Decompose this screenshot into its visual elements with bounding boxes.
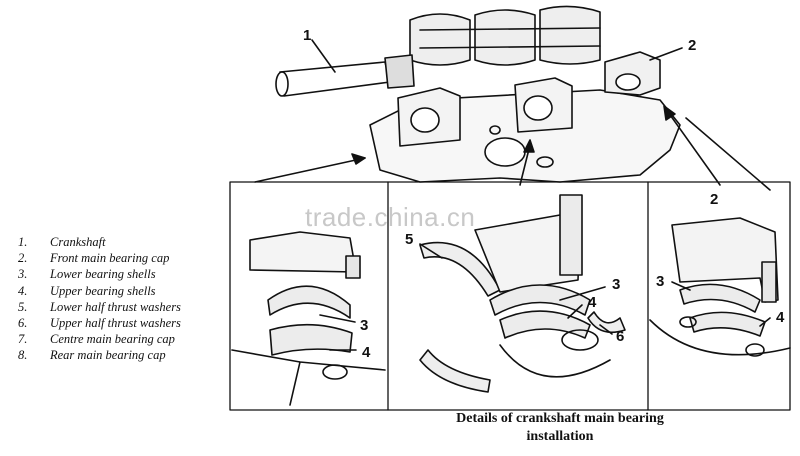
caption-line-2: installation [526,429,594,444]
legend-item: 7. Centre main bearing cap [18,331,228,347]
legend-number: 6. [18,316,28,331]
callout-right-cap: 2 [710,191,718,208]
callout-mid-lower-shells: 3 [612,276,620,293]
legend-number: 2. [18,251,28,266]
legend-label: Centre main bearing cap [50,332,175,347]
callout-thrust-lower: 5 [405,231,413,248]
left-detail-shells [231,231,386,406]
callout-right-upper-shells: 4 [776,309,785,326]
figure-caption: Details of crankshaft main bearing insta… [400,410,720,446]
legend-label: Rear main bearing cap [50,348,166,363]
legend-label: Crankshaft [50,235,106,249]
legend-number: 5. [18,299,28,314]
legend-item: 6. Upper half thrust washers [18,315,228,331]
legend-label: Lower bearing shells [50,267,156,282]
callout-right-lower-shells: 3 [656,273,664,290]
legend-label: Upper half thrust washers [50,316,181,331]
legend-number: 1. [18,235,28,249]
legend-number: 3. [18,267,28,282]
caption-line-1: Details of crankshaft main bearing [456,411,664,426]
callout-left-lower-shells: 3 [360,317,368,334]
callout-front-cap: 2 [688,37,696,54]
callout-left-upper-shells: 4 [362,344,371,361]
engine-block-drawing [275,5,683,183]
legend-number: 7. [18,332,28,347]
legend-label: Front main bearing cap [50,251,170,266]
middle-detail-thrust-washers [419,194,626,393]
callout-crankshaft: 1 [303,27,311,44]
parts-legend: 1. Crankshaft 2. Front main bearing cap 3.… [18,234,228,364]
legend-item: 5. Lower half thrust washers [18,299,228,315]
legend-label: Lower half thrust washers [50,299,181,314]
legend-item: 8. Rear main bearing cap [18,347,228,363]
watermark: trade.china.cn [305,202,476,232]
legend-number: 8. [18,348,28,363]
legend-item: 3. Lower bearing shells [18,266,228,282]
detail-panel-frame [229,181,791,411]
pointer-arrows [254,105,771,191]
legend-label: Upper bearing shells [50,283,156,298]
legend-item: 1. Crankshaft [18,234,228,250]
callout-thrust-upper: 6 [616,328,624,345]
legend-item: 2. Front main bearing cap [18,250,228,266]
callout-mid-upper-shells: 4 [588,294,597,311]
right-detail-cap [649,217,791,357]
legend-number: 4. [18,283,28,298]
legend-item: 4. Upper bearing shells [18,283,228,299]
